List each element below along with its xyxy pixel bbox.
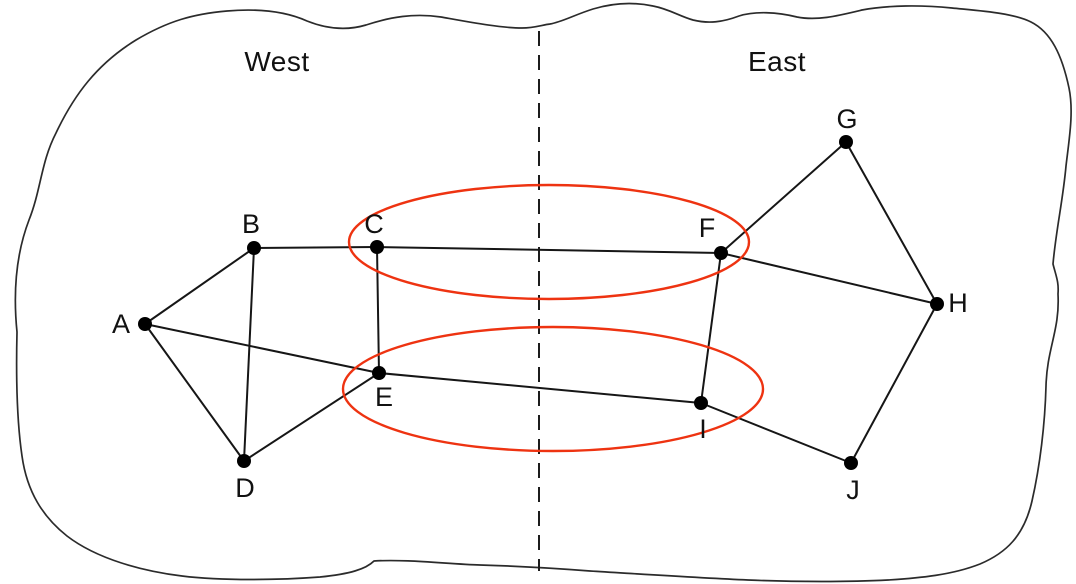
node-label-C: C (364, 209, 384, 239)
region-border (14, 2, 1072, 583)
node-label-E: E (375, 382, 393, 412)
edge-A-B (144, 247, 255, 325)
node-label-G: G (836, 104, 857, 134)
node-label-J: J (846, 475, 860, 505)
node-D (237, 454, 251, 468)
node-G (839, 135, 853, 149)
node-label-B: B (242, 209, 260, 239)
edge-F-H (720, 252, 938, 305)
edge-F-G (720, 141, 847, 254)
edge-H-J (850, 303, 938, 464)
edge-B-D (243, 247, 255, 462)
edge-C-F (376, 246, 722, 254)
region-label-east: East (747, 46, 807, 77)
node-label-I: I (699, 414, 707, 444)
node-C (370, 240, 384, 254)
edge-C-E (376, 246, 380, 374)
node-label-H: H (948, 288, 968, 318)
edge-I-J (700, 402, 852, 464)
node-F (714, 246, 728, 260)
node-I (694, 396, 708, 410)
node-B (247, 241, 261, 255)
edge-F-I (700, 252, 722, 404)
edge-D-E (243, 372, 380, 462)
edge-G-H (845, 141, 938, 305)
highlight-ellipse-E-I (341, 325, 765, 453)
node-label-A: A (112, 309, 130, 339)
edge-B-C (253, 246, 378, 249)
node-H (930, 297, 944, 311)
node-E (372, 366, 386, 380)
edge-A-D (144, 323, 245, 462)
edge-E-I (378, 372, 702, 404)
node-label-F: F (699, 213, 716, 243)
highlight-ellipse-C-F (347, 183, 751, 301)
edge-A-E (144, 323, 380, 374)
region-label-west: West (244, 46, 310, 77)
node-A (138, 317, 152, 331)
node-J (844, 456, 858, 470)
node-label-D: D (235, 473, 255, 503)
